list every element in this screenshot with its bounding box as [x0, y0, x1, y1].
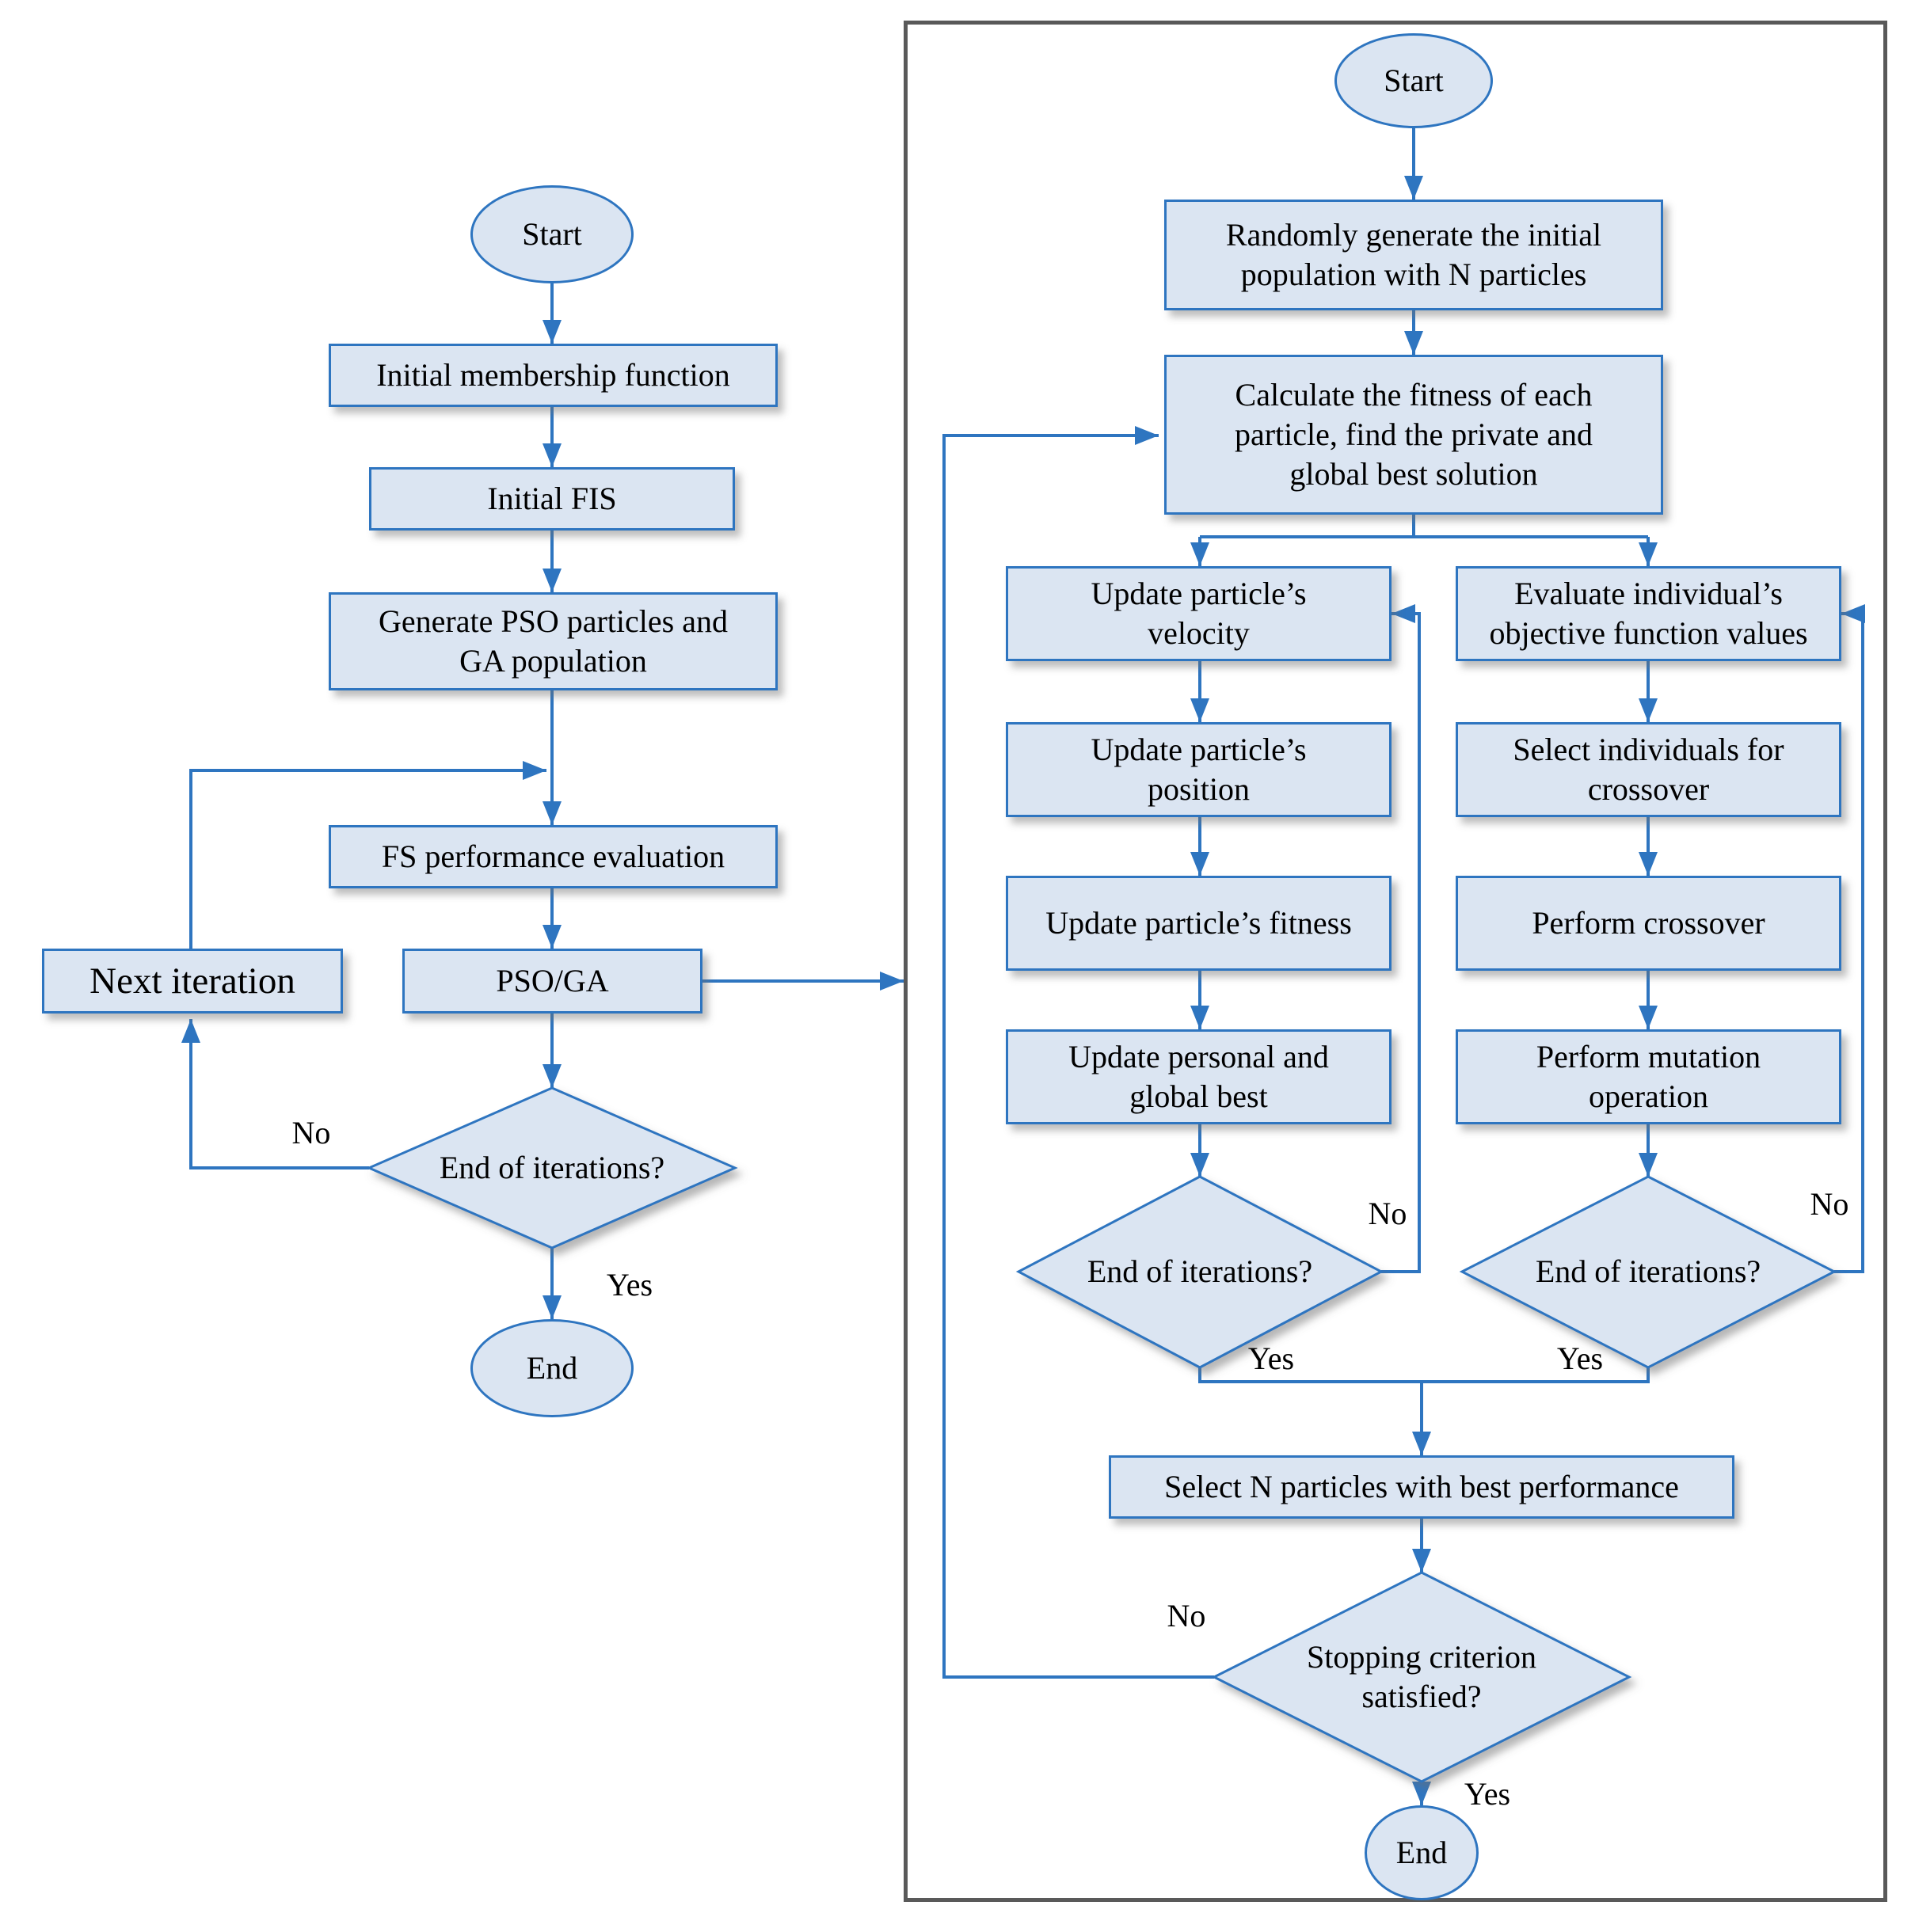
- decision-label: Stopping criterion satisfied?: [1307, 1639, 1536, 1714]
- decision-left-end-of-iterations: [366, 1086, 738, 1249]
- step-label: Perform mutation operation: [1536, 1039, 1761, 1114]
- step-update-particle-position: Update particle’s position: [1006, 722, 1392, 817]
- left-no-label: No: [291, 1114, 331, 1150]
- right-end-terminator: End: [1365, 1805, 1479, 1900]
- decision-stopping-criterion: [1211, 1571, 1632, 1783]
- step-label: Evaluate individual’s objective function…: [1489, 576, 1808, 651]
- step-initial-fis: Initial FIS: [369, 467, 735, 531]
- line-next-iteration-feedback: [189, 761, 546, 949]
- line-yes-merge: [1198, 1367, 1650, 1383]
- step-generate-pso-ga: Generate PSO particles and GA population: [329, 592, 778, 690]
- step-fs-performance-evaluation: FS performance evaluation: [329, 825, 778, 888]
- line-stopping-no-loop: [942, 426, 1214, 1679]
- stopping-yes-label: Yes: [1464, 1775, 1511, 1812]
- hybrid-algorithm-panel-border: [904, 21, 1887, 1902]
- step-update-particle-fitness: Update particle’s fitness: [1006, 876, 1392, 971]
- step-label: Calculate the fitness of each particle, …: [1234, 377, 1593, 492]
- step-label: Update particle’s position: [1091, 732, 1307, 807]
- step-label: Update particle’s velocity: [1091, 576, 1307, 651]
- stopping-no-label: No: [1167, 1597, 1206, 1633]
- step-next-iteration: Next iteration: [42, 949, 343, 1014]
- right-start-terminator: Start: [1334, 33, 1493, 128]
- ga-no-label: No: [1810, 1185, 1849, 1222]
- left-start-terminator: Start: [470, 185, 634, 283]
- step-calculate-fitness: Calculate the fitness of each particle, …: [1164, 355, 1663, 515]
- step-update-particle-velocity: Update particle’s velocity: [1006, 566, 1392, 661]
- step-initial-membership-function: Initial membership function: [329, 344, 778, 407]
- pso-no-label: No: [1368, 1195, 1407, 1231]
- step-pso-ga: PSO/GA: [402, 949, 702, 1014]
- step-update-personal-global-best: Update personal and global best: [1006, 1029, 1392, 1124]
- step-perform-mutation: Perform mutation operation: [1456, 1029, 1841, 1124]
- decision-ga-end-of-iterations: [1459, 1175, 1837, 1369]
- decision-ga-end-of-iterations-label: End of iterations?: [1535, 1253, 1761, 1289]
- step-perform-crossover: Perform crossover: [1456, 876, 1841, 971]
- step-label: Select individuals for crossover: [1513, 732, 1784, 807]
- decision-pso-end-of-iterations-label: End of iterations?: [1087, 1253, 1313, 1289]
- step-select-n-particles-best: Select N particles with best performance: [1109, 1455, 1734, 1519]
- step-label: Update personal and global best: [1068, 1039, 1329, 1114]
- left-yes-label: Yes: [606, 1266, 653, 1303]
- decision-stopping-criterion-label: Stopping criterion satisfied?: [1263, 1622, 1580, 1732]
- decision-left-end-of-iterations-label: End of iterations?: [439, 1150, 665, 1185]
- line-left-no-loop: [181, 1019, 369, 1169]
- left-end-terminator: End: [470, 1319, 634, 1417]
- step-label: Randomly generate the initial population…: [1225, 217, 1602, 292]
- step-randomly-generate-population: Randomly generate the initial population…: [1164, 200, 1663, 310]
- step-label: Generate PSO particles and GA population: [379, 603, 728, 679]
- decision-pso-end-of-iterations: [1015, 1175, 1384, 1369]
- pso-yes-label: Yes: [1247, 1340, 1295, 1376]
- ga-yes-label: Yes: [1556, 1340, 1604, 1376]
- line-ga-no-loop: [1834, 604, 1865, 1273]
- step-evaluate-objective-values: Evaluate individual’s objective function…: [1456, 566, 1841, 661]
- step-select-individuals-crossover: Select individuals for crossover: [1456, 722, 1841, 817]
- line-pso-no-loop: [1381, 604, 1421, 1273]
